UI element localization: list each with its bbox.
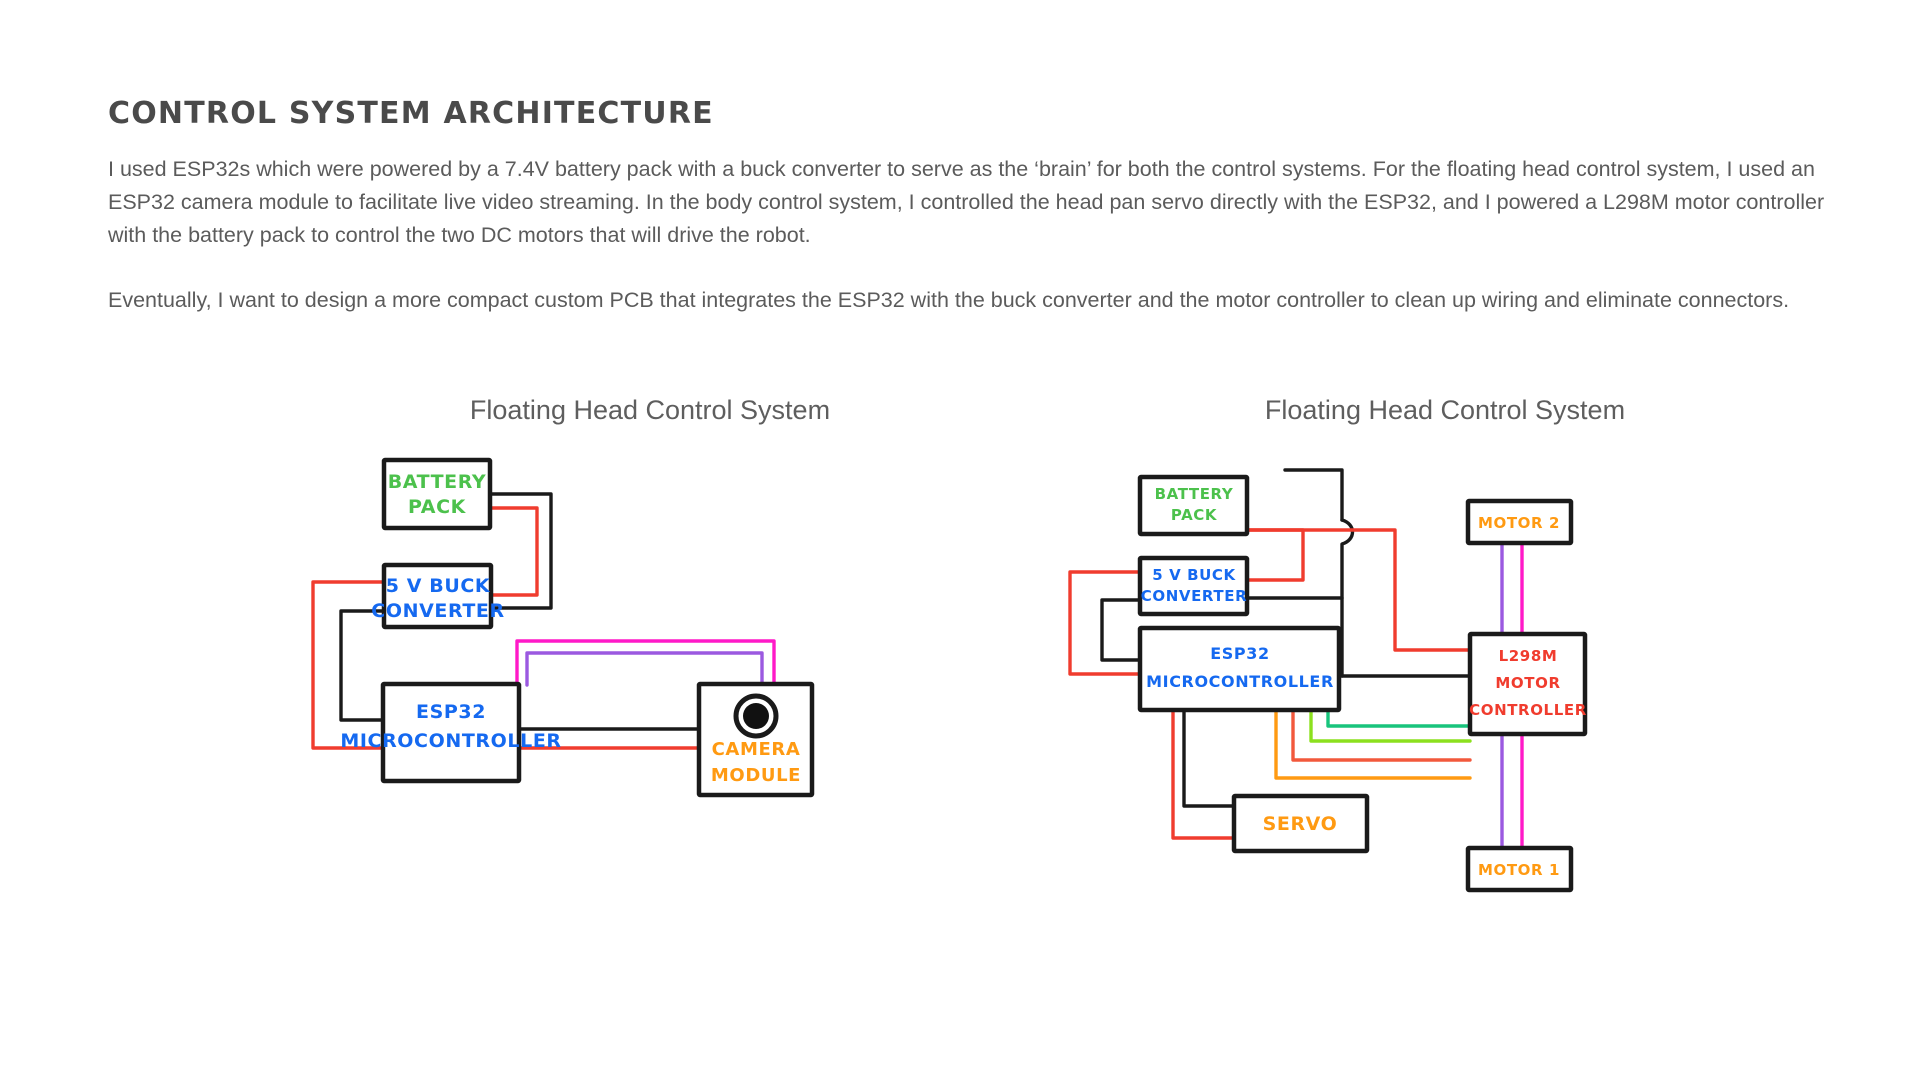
wire-battery-to-l298m-red	[1245, 528, 1472, 652]
camera-module-label-line1: CAMERA	[712, 739, 801, 760]
battery-pack-box-2[interactable]	[1137, 474, 1250, 537]
wire-group-right	[1068, 468, 1524, 850]
wire-esp32-to-camera-purple	[525, 651, 764, 687]
diagram-right-svg: BATTERY PACK 5 V BUCK CONVERTER ESP32 MI…	[1068, 468, 1588, 893]
wire-battery-to-buck-black	[488, 492, 553, 610]
diagram-title-left: Floating Head Control System	[469, 395, 831, 425]
wire-esp32-to-servo-red	[1171, 708, 1236, 840]
node-esp32-2[interactable]: ESP32 MICROCONTROLLER	[1137, 625, 1342, 713]
wire-buck-to-esp32-red	[311, 580, 386, 750]
article-content: CONTROL SYSTEM ARCHITECTURE I used ESP32…	[108, 96, 1848, 317]
diagram-right-canvas: BATTERY PACK 5 V BUCK CONVERTER ESP32 MI…	[1050, 448, 1840, 958]
wire-battery-top-black	[1283, 468, 1344, 522]
node-esp32[interactable]: ESP32 MICROCONTROLLER	[340, 681, 561, 784]
wire-hop-black	[1340, 518, 1355, 600]
camera-module-box[interactable]	[696, 681, 815, 798]
servo-label: SERVO	[1263, 813, 1338, 835]
battery-pack-label-2-line1: BATTERY	[1155, 485, 1234, 503]
wire-esp32-to-l298m-orange	[1274, 708, 1472, 780]
wire-esp32-to-l298m-salmon	[1291, 708, 1472, 762]
l298m-label-line2: MOTOR	[1495, 674, 1560, 692]
motor-1-label: MOTOR 1	[1478, 861, 1560, 879]
esp32-label-line2: MICROCONTROLLER	[340, 730, 561, 752]
diagram-floating-head-control-system: Floating Head Control System	[300, 395, 1000, 958]
wire-buck-right-black	[1245, 596, 1344, 678]
motor-1-box[interactable]	[1465, 845, 1574, 893]
esp32-label-2-line1: ESP32	[1210, 644, 1269, 663]
l298m-label-line1: L298M	[1499, 647, 1558, 665]
page-title: CONTROL SYSTEM ARCHITECTURE	[108, 96, 714, 131]
buck-converter-label-2-line1: 5 V BUCK	[1152, 566, 1236, 584]
buck-converter-label-line1: 5 V BUCK	[386, 575, 491, 597]
camera-lens-ring-icon	[733, 693, 779, 739]
wire-buck-to-esp32-black	[339, 609, 386, 722]
buck-converter-box[interactable]	[381, 562, 494, 630]
buck-converter-label-2-line2: CONVERTER	[1141, 587, 1247, 605]
paragraph-2: Eventually, I want to design a more comp…	[108, 288, 1790, 312]
node-camera-module[interactable]: CAMERA MODULE	[696, 681, 815, 798]
l298m-label-line3: CONTROLLER	[1469, 701, 1587, 719]
diagram-title-right: Floating Head Control System	[1264, 395, 1626, 425]
camera-module-label-line2: MODULE	[711, 765, 801, 786]
motor-2-label: MOTOR 2	[1478, 514, 1560, 532]
wire-left-red-to-buck	[1068, 570, 1142, 676]
paragraph-1: I used ESP32s which were powered by a 7.…	[108, 157, 1825, 247]
node-battery-pack[interactable]: BATTERY PACK	[381, 457, 493, 531]
battery-pack-label-2-line2: PACK	[1171, 506, 1218, 524]
battery-pack-label-line1: BATTERY	[388, 471, 487, 493]
esp32-box[interactable]	[380, 681, 522, 784]
node-motor-2[interactable]: MOTOR 2	[1465, 498, 1574, 546]
camera-lens-icon	[743, 703, 769, 729]
wire-esp32-to-l298m-teal	[1326, 708, 1472, 728]
diagram-left-svg: BATTERY PACK 5 V BUCK CONVERTER ESP32 MI…	[311, 457, 815, 798]
node-l298m-motor-controller[interactable]: L298M MOTOR CONTROLLER	[1467, 631, 1588, 737]
buck-converter-label-line2: CONVERTER	[371, 600, 504, 622]
wire-esp32-to-l298m-lime	[1309, 708, 1472, 743]
esp32-box-2[interactable]	[1137, 625, 1342, 713]
diagram-left-canvas: BATTERY PACK 5 V BUCK CONVERTER ESP32 MI…	[300, 448, 1000, 958]
motor-2-box[interactable]	[1465, 498, 1574, 546]
wire-group-left	[311, 492, 776, 750]
wire-esp32-to-servo-black	[1182, 708, 1236, 808]
wire-left-black-to-esp32	[1100, 598, 1142, 662]
wire-esp32-to-camera-magenta	[515, 639, 776, 687]
diagram-body-control-system: Floating Head Control System	[1050, 395, 1840, 958]
esp32-label-2-line2: MICROCONTROLLER	[1146, 672, 1334, 691]
diagrams-container: Floating Head Control System	[0, 395, 1920, 995]
buck-converter-box-2[interactable]	[1137, 555, 1250, 617]
wire-battery-to-buck-red	[488, 506, 539, 597]
l298m-box[interactable]	[1467, 631, 1588, 737]
node-buck-converter[interactable]: 5 V BUCK CONVERTER	[371, 562, 504, 630]
node-motor-1[interactable]: MOTOR 1	[1465, 845, 1574, 893]
battery-pack-label-line2: PACK	[408, 496, 467, 518]
node-battery-pack-2[interactable]: BATTERY PACK	[1137, 474, 1250, 537]
esp32-label-line1: ESP32	[416, 701, 486, 723]
node-buck-converter-2[interactable]: 5 V BUCK CONVERTER	[1137, 555, 1250, 617]
servo-box[interactable]	[1231, 793, 1370, 854]
wire-battery-to-buck-red-2	[1245, 528, 1305, 582]
battery-pack-box[interactable]	[381, 457, 493, 531]
node-servo[interactable]: SERVO	[1231, 793, 1370, 854]
